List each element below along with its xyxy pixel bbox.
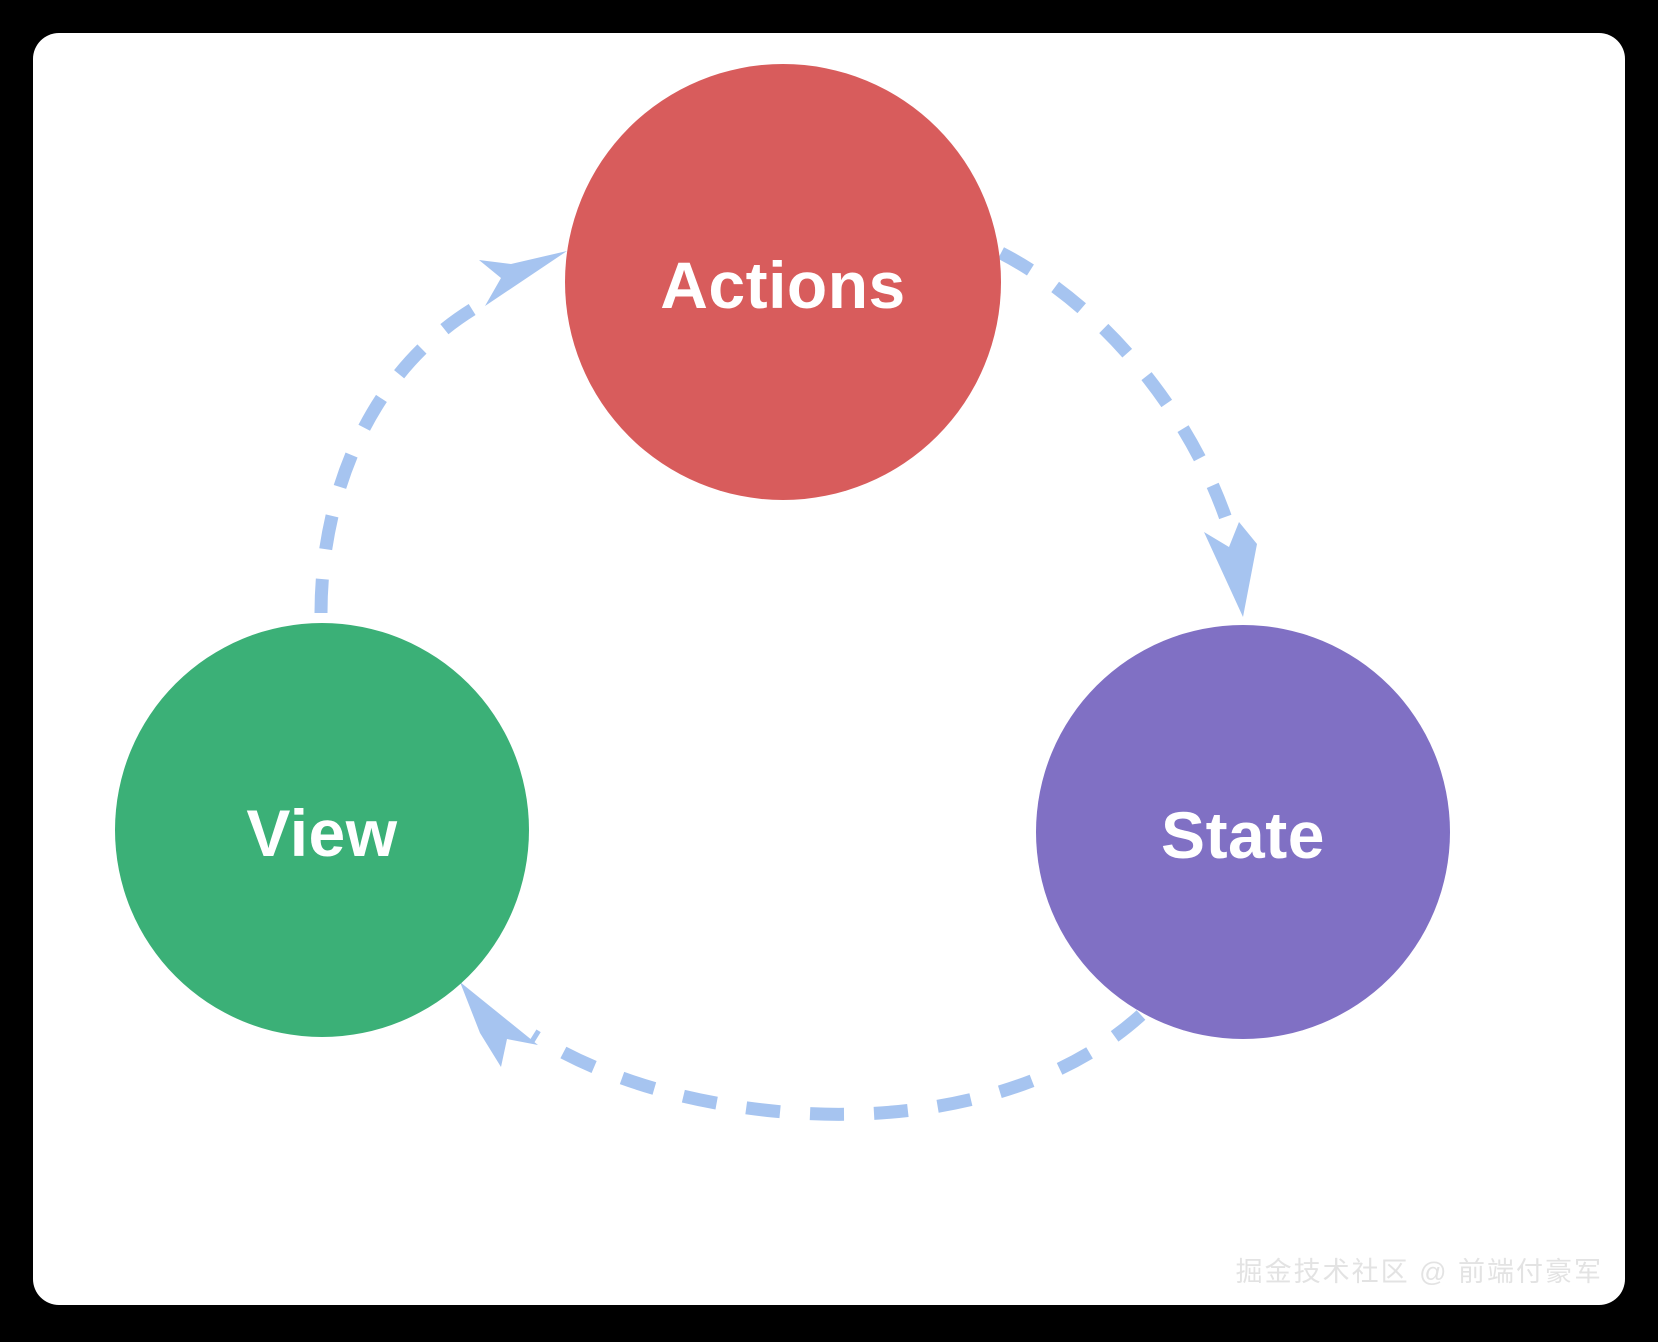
edge-state-to-view (460, 982, 1146, 1121)
diagram-panel: Actions View State 掘金技术社区 @ 前端付豪军 (33, 33, 1625, 1305)
edge-actions-to-state (998, 247, 1257, 617)
edge-view-to-actions (314, 251, 567, 614)
node-state[interactable]: State (1036, 625, 1450, 1039)
edge-view-to-actions-path (314, 303, 477, 614)
node-view-circle[interactable] (115, 623, 529, 1037)
cycle-diagram: Actions View State 掘金技术社区 @ 前端付豪军 (115, 64, 1603, 1287)
edge-actions-to-state-arrowhead (1204, 522, 1257, 617)
node-actions-circle[interactable] (565, 64, 1001, 500)
node-state-circle[interactable] (1036, 625, 1450, 1039)
edge-view-to-actions-arrowhead (479, 251, 567, 306)
edge-state-to-view-arrowhead (460, 982, 538, 1067)
node-state-label: State (1161, 798, 1325, 872)
edge-state-to-view-path (529, 1010, 1146, 1121)
edge-actions-to-state-path (998, 247, 1240, 543)
node-actions[interactable]: Actions (565, 64, 1001, 500)
node-view-label: View (246, 796, 397, 870)
watermark: 掘金技术社区 @ 前端付豪军 (1236, 1257, 1603, 1287)
node-view[interactable]: View (115, 623, 529, 1037)
node-actions-label: Actions (660, 248, 906, 322)
